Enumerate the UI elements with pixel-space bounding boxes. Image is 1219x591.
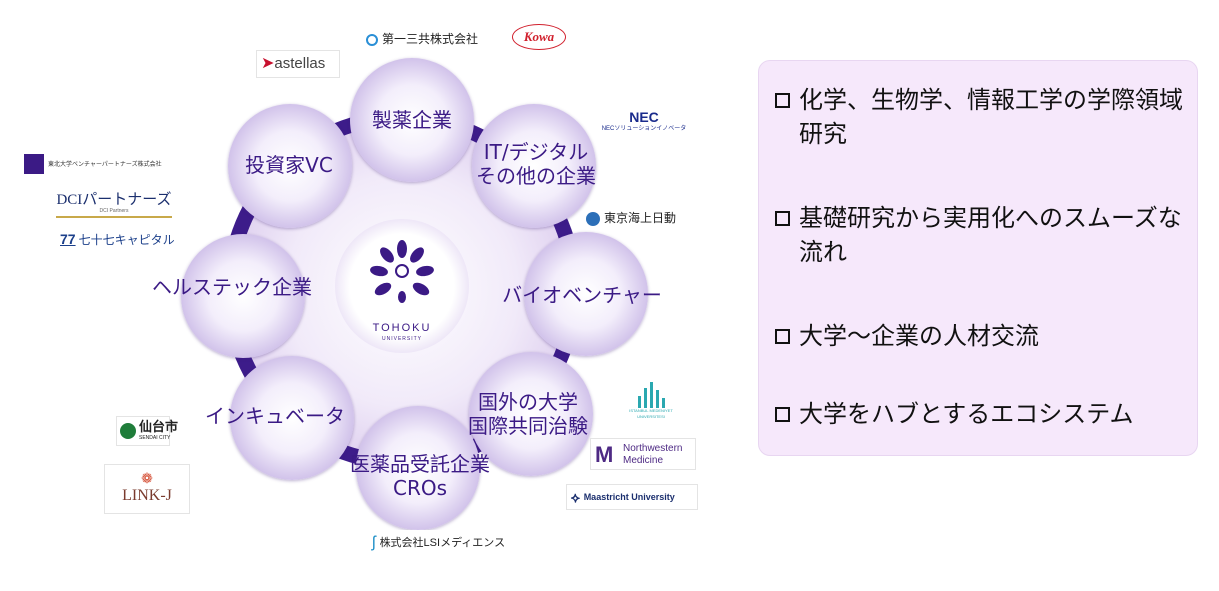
astellas-star-icon: ➤ (261, 55, 275, 73)
node-it-circle (472, 104, 596, 228)
astellas-logo: ➤astellas (256, 50, 340, 78)
feature-item: 基礎研究から実用化へのスムーズな流れ (759, 201, 1182, 273)
bullet-square-icon (775, 407, 790, 422)
feature-item: 化学、生物学、情報工学の学際領域研究 (759, 83, 1183, 155)
maastricht-mark-icon: ⯎ (571, 490, 580, 505)
node-overseas-circle (469, 352, 593, 476)
istanbul-medeniyet-logo: ISTANBUL MEDENIYET UNIVERSITESI (617, 380, 685, 430)
sendai-city-logo: 仙台市 SENDAI CITY (116, 416, 178, 446)
lsi-mark-icon: ʃ (372, 534, 376, 552)
node-incubator-label: インキュベータ (205, 404, 345, 428)
node-bio-circle (524, 232, 648, 356)
feature-item: 大学～企業の人材交流 (759, 319, 1179, 355)
tohoku-venture-partners-logo: 東北大学ベンチャーパートナーズ株式会社 (24, 154, 162, 176)
sendai-mark-icon (120, 423, 136, 439)
tohoku-venture-mark-icon (24, 154, 44, 175)
node-it-label: IT/デジタル その他の企業 (476, 140, 596, 188)
node-cro-label: 医薬品受託企業 CROs (350, 452, 490, 500)
shichijushichi-number: 77 (60, 231, 76, 247)
bullet-square-icon (775, 211, 790, 226)
node-pharma-circle (350, 58, 474, 182)
node-vc-label: 投資家VC (245, 153, 333, 177)
ecosystem-diagram: TOHOKU UNIVERSITY 製薬企業 IT/デジタル その他の企業 バイ… (24, 24, 698, 556)
maastricht-university-logo: ⯎Maastricht University (566, 484, 698, 510)
daiichi-sankyo-logo: 第一三共株式会社 (366, 26, 479, 52)
imu-bars-icon (617, 380, 685, 408)
kowa-logo: Kowa (512, 24, 566, 50)
node-vc-circle (228, 104, 352, 228)
node-cro-circle (356, 406, 480, 530)
tohoku-emblem-icon (370, 240, 434, 303)
node-healthtech-label: ヘルステック企業 (152, 275, 312, 299)
node-incubator-circle (230, 356, 354, 480)
center-hub (335, 219, 469, 353)
bullet-square-icon (775, 329, 790, 344)
center-subname: UNIVERSITY (381, 336, 423, 342)
node-bio-label: バイオベンチャー (502, 283, 662, 307)
node-healthtech-circle (181, 234, 305, 358)
link-j-flower-icon: ❁ (141, 470, 153, 486)
node-pharma-label: 製薬企業 (372, 108, 452, 132)
nec-logo: NEC NECソリューションイノベータ (600, 110, 688, 136)
tokio-mark-icon (586, 211, 600, 226)
northwestern-medicine-logo: M Northwestern Medicine (590, 438, 696, 470)
center-name: TOHOKU (372, 322, 432, 334)
tokio-marine-logo: 東京海上日動 (586, 206, 677, 230)
bullet-square-icon (775, 93, 790, 108)
daiichi-mark-icon (366, 33, 378, 46)
node-overseas-label: 国外の大学 国際共同治験 (468, 390, 588, 438)
dci-partners-logo: DCIパートナーズ DCI Partners (56, 192, 172, 218)
northwestern-mark-icon: M (595, 442, 614, 467)
features-panel: 化学、生物学、情報工学の学際領域研究 基礎研究から実用化へのスムーズな流れ 大学… (758, 60, 1198, 456)
feature-item: 大学をハブとするエコシステム (759, 397, 1179, 433)
link-j-logo: ❁ LINK-J (104, 464, 190, 514)
